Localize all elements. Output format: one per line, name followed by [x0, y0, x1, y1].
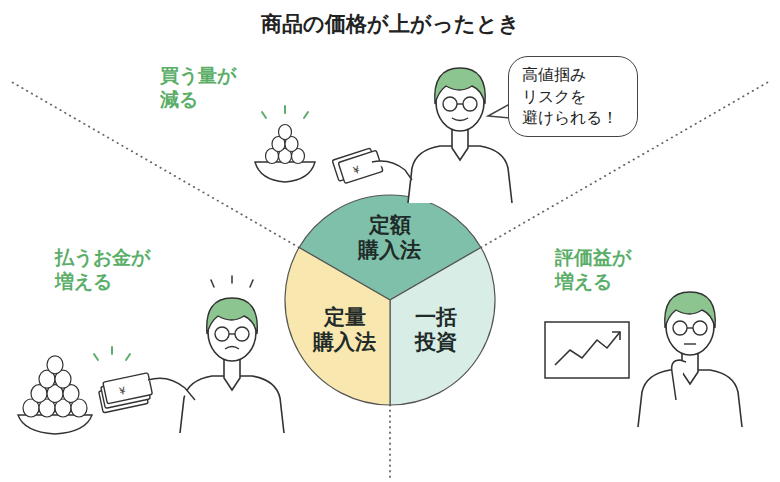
effect-label: 買う量が 減る [160, 64, 246, 112]
title: 商品の価格が上がったとき [0, 10, 780, 38]
bubble-tail [488, 104, 510, 118]
node-text: 一括 投資 [400, 305, 471, 355]
node-text: 定量 購入法 [309, 305, 380, 355]
pie-sector [285, 248, 390, 406]
pie-sector-label: 定量 購入法 [309, 305, 380, 355]
pie-circle [285, 195, 495, 405]
egg [279, 125, 292, 140]
person-left: ¥ [18, 276, 284, 434]
divider-lines [10, 81, 770, 480]
svg-text:¥: ¥ [118, 385, 127, 397]
person-right [545, 292, 742, 427]
node-text: 定額 購入法 [354, 213, 425, 263]
person-top: ¥ [255, 68, 512, 203]
speech-bubble: 高値掴み リスクを 避けられる！ [508, 56, 638, 137]
effect-label: 払うお金が 増える [55, 246, 160, 294]
egg [47, 356, 63, 374]
pie-sector-label: 一括 投資 [400, 305, 471, 355]
pie-sector-label: 定額 購入法 [354, 213, 425, 263]
divider-line [389, 405, 391, 480]
svg-text:¥: ¥ [352, 164, 361, 176]
pie-sector [390, 248, 495, 406]
chart-panel [545, 322, 629, 378]
node-text: 高値掴み リスクを 避けられる！ [522, 64, 624, 129]
effect-label: 評価益が 増える [555, 246, 641, 294]
